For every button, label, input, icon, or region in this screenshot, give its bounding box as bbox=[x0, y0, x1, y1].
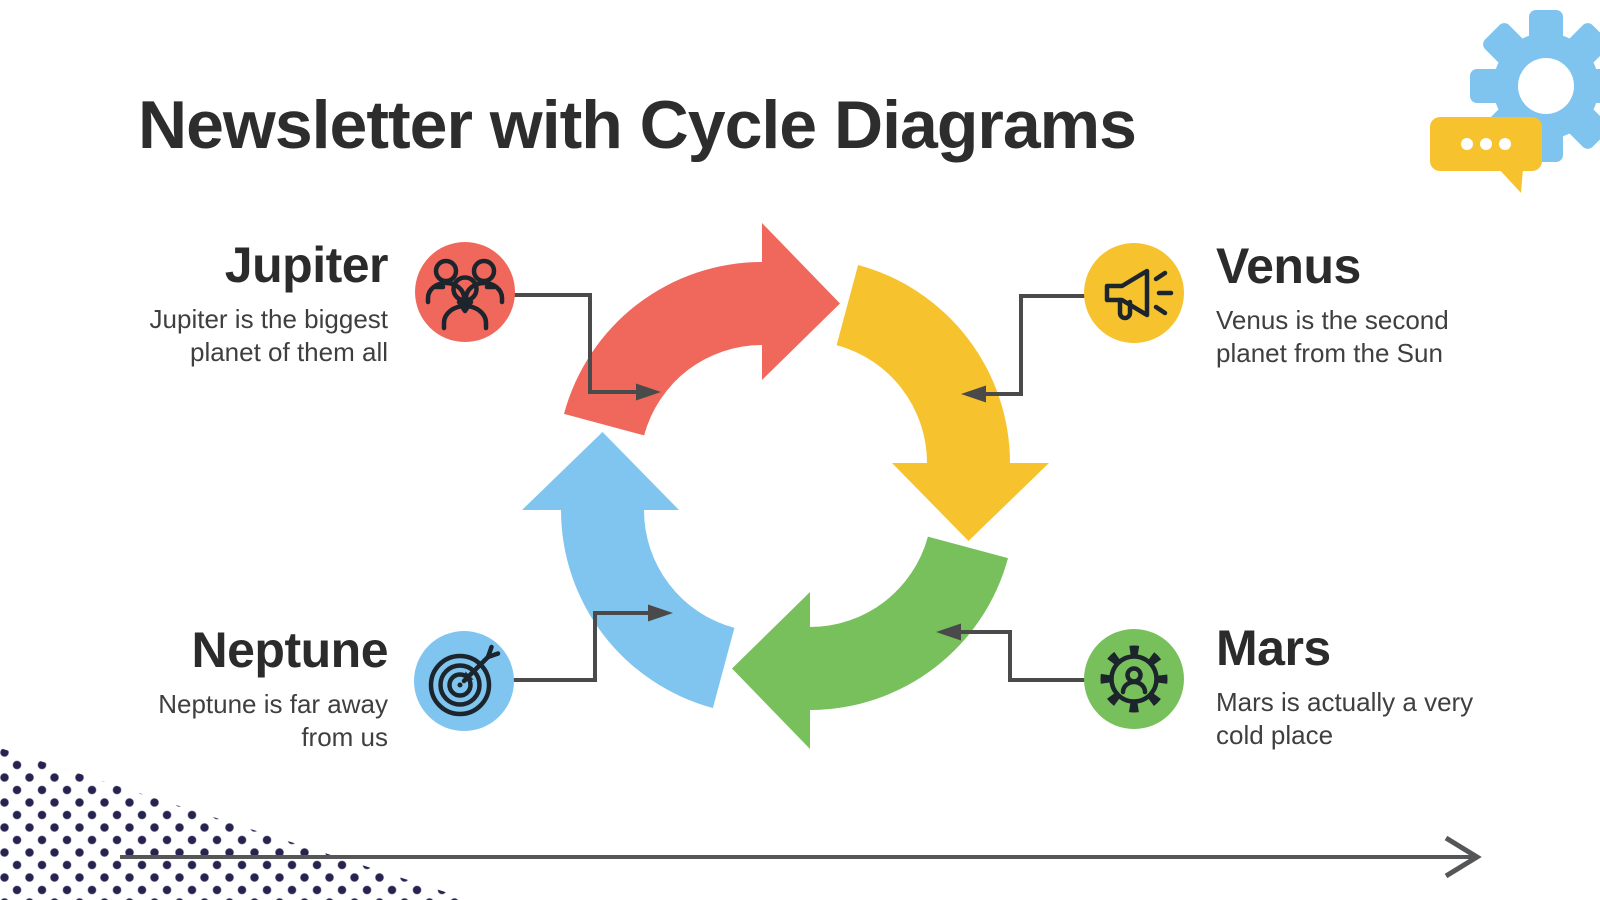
venus-icon-circle bbox=[1084, 243, 1184, 343]
cycle-arrow-top-right bbox=[836, 265, 1049, 541]
gear-decoration bbox=[1470, 10, 1600, 162]
speech-bubble-dots bbox=[1461, 138, 1511, 150]
arrowhead-mars bbox=[936, 623, 961, 641]
item-mars: Mars Mars is actually a very cold place bbox=[1216, 622, 1476, 752]
item-venus-title: Venus bbox=[1216, 238, 1361, 294]
item-jupiter-description: Jupiter is the biggest planet of them al… bbox=[149, 303, 388, 367]
cycle-arrow-top-left bbox=[564, 223, 840, 436]
speech-bubble-decoration bbox=[1430, 117, 1542, 193]
cycle-diagram bbox=[522, 223, 1049, 749]
cycle-arrow-bottom-left bbox=[522, 432, 735, 708]
item-mars-title: Mars bbox=[1216, 620, 1331, 676]
item-venus-description: Venus is the second planet from the Sun bbox=[1216, 304, 1449, 368]
connector-neptune bbox=[512, 611, 650, 682]
item-neptune-title: Neptune bbox=[191, 622, 389, 678]
arrowhead-venus bbox=[961, 385, 986, 403]
arrowhead-neptune bbox=[648, 604, 673, 622]
page-title: Newsletter with Cycle Diagrams bbox=[138, 87, 1137, 163]
arrowhead-jupiter bbox=[636, 383, 661, 401]
bottom-arrow bbox=[120, 835, 1482, 879]
item-neptune: Neptune Neptune is far away from us bbox=[128, 624, 388, 754]
neptune-icon-circle bbox=[414, 631, 514, 731]
item-jupiter: Jupiter Jupiter is the biggest planet of… bbox=[128, 237, 389, 369]
connectors bbox=[512, 293, 1086, 682]
item-jupiter-title: Jupiter bbox=[224, 237, 389, 293]
item-neptune-description: Neptune is far away from us bbox=[158, 688, 388, 752]
item-mars-description: Mars is actually a very cold place bbox=[1216, 686, 1474, 750]
connector-arrowheads bbox=[636, 383, 986, 641]
gear-person-icon bbox=[1100, 645, 1168, 713]
megaphone-icon bbox=[1104, 268, 1174, 321]
team-icon bbox=[425, 258, 505, 331]
connector-mars bbox=[959, 630, 1086, 682]
connector-venus bbox=[984, 294, 1086, 396]
connector-jupiter bbox=[513, 293, 638, 394]
jupiter-icon-circle bbox=[415, 242, 515, 342]
target-icon bbox=[428, 644, 501, 717]
mars-icon-circle bbox=[1084, 629, 1184, 729]
cycle-arrow-bottom-right bbox=[732, 536, 1008, 749]
item-venus: Venus Venus is the second planet from th… bbox=[1216, 240, 1476, 370]
